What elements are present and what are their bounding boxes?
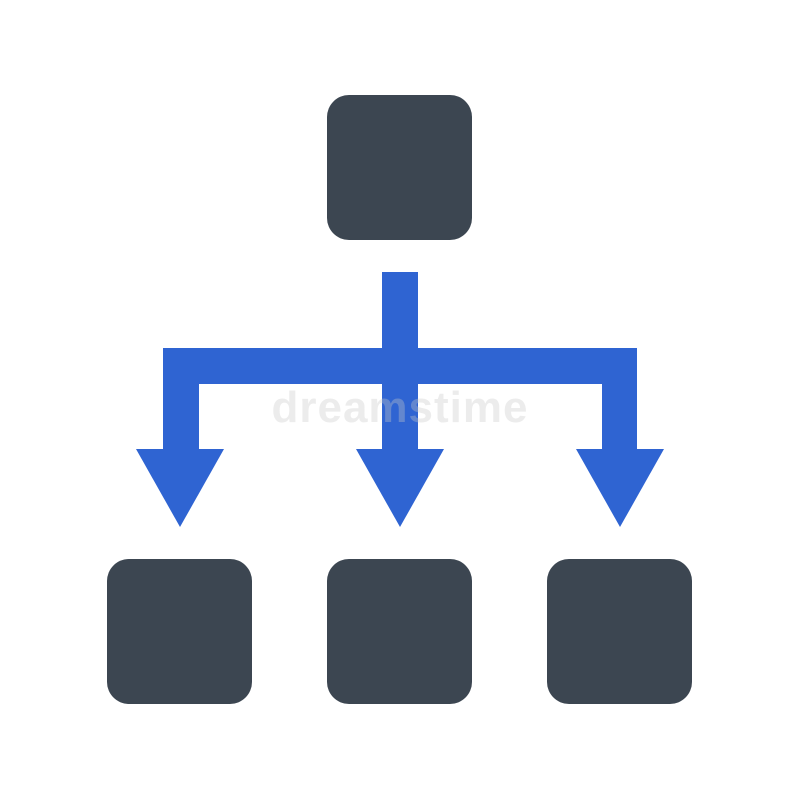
arrow-down-left-icon (136, 449, 224, 527)
child-node-left (107, 559, 252, 704)
arrow-down-middle-icon (356, 449, 444, 527)
connector-branch-icon (163, 272, 637, 451)
connector-arrows (136, 272, 664, 527)
arrow-down-right-icon (576, 449, 664, 527)
root-node (327, 95, 472, 240)
child-node-right (547, 559, 692, 704)
child-node-middle (327, 559, 472, 704)
